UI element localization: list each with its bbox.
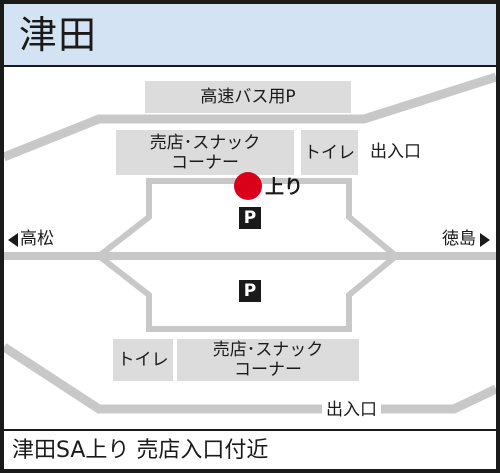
south-shop-label-line2: コーナー: [234, 360, 302, 380]
north-toilet-label: トイレ: [304, 142, 355, 163]
bus-parking-label: 高速バス用P: [200, 87, 296, 107]
current-location-marker: [234, 172, 262, 200]
parking-icon: P: [239, 207, 261, 229]
south-shop-building: 売店･スナック コーナー: [177, 339, 359, 381]
north-access-road: [4, 72, 496, 162]
north-shop-building: 売店･スナック コーナー: [116, 130, 294, 175]
arrow-left-icon: [8, 233, 18, 247]
east-direction-label: 徳島: [442, 229, 476, 249]
footer: 津田SA上り 売店入口付近: [4, 429, 496, 469]
west-direction-label: 高松: [20, 229, 54, 249]
current-location-label: 上り: [265, 176, 304, 198]
arrow-right-icon: [480, 233, 490, 247]
north-entrance-label: 出入口: [370, 142, 421, 162]
parking-icon: P: [239, 280, 261, 302]
north-shop-label-line2: コーナー: [171, 152, 239, 173]
header: 津田: [4, 4, 496, 67]
bus-parking-area: 高速バス用P: [145, 81, 351, 113]
page-title: 津田: [19, 13, 98, 57]
south-access-road: [4, 343, 496, 414]
south-entrance-label: 出入口: [322, 400, 381, 420]
south-toilet-label: トイレ: [117, 350, 169, 370]
north-toilet-building: トイレ: [301, 130, 358, 175]
north-shop-label-line1: 売店･スナック: [149, 132, 261, 153]
road-network: [4, 72, 496, 414]
south-parking-outline: [97, 253, 398, 332]
south-shop-label-line1: 売店･スナック: [212, 340, 324, 360]
service-area-map: 高速バス用P 売店･スナック コーナー トイレ 出入口 上り P 高松 徳島 P…: [4, 67, 496, 429]
footer-caption: 津田SA上り 売店入口付近: [12, 438, 269, 463]
south-toilet-building: トイレ: [113, 339, 173, 381]
